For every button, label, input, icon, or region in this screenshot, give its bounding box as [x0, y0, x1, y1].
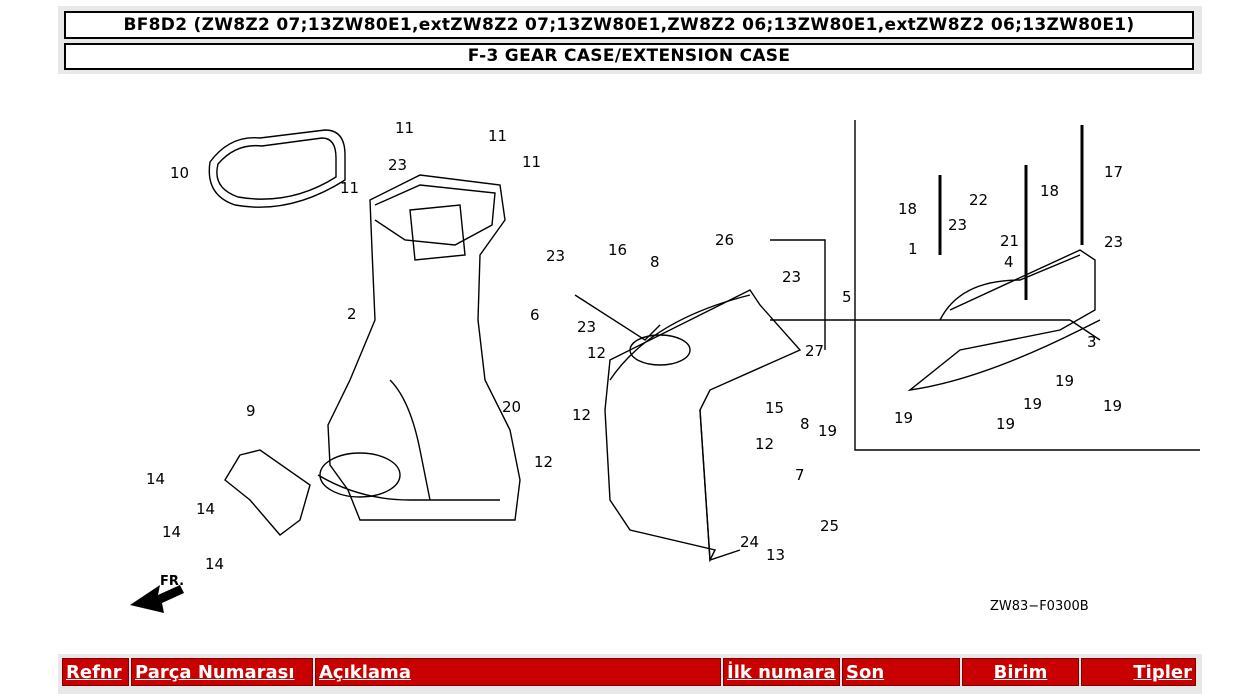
part-label-11d: 11 — [340, 179, 359, 197]
bracket-outline — [224, 449, 311, 536]
part-label-11c: 11 — [522, 153, 541, 171]
part-label-8a: 8 — [650, 253, 660, 271]
extension-case-outline — [327, 174, 521, 521]
part-label-19d: 19 — [1023, 395, 1042, 413]
part-label-19c: 19 — [894, 409, 913, 427]
gear-case-outline — [604, 289, 802, 563]
part-label-2: 2 — [347, 305, 357, 323]
part-label-23d: 23 — [577, 318, 596, 336]
part-label-23a: 23 — [388, 156, 407, 174]
part-label-9: 9 — [246, 402, 256, 420]
part-label-16: 16 — [608, 241, 627, 259]
part-label-13: 13 — [766, 546, 785, 564]
column-header-refnr[interactable]: Refnr — [62, 658, 129, 686]
column-header-description[interactable]: Açıklama — [315, 658, 721, 686]
part-label-12d: 12 — [755, 435, 774, 453]
part-label-12a: 12 — [587, 344, 606, 362]
column-header-last[interactable]: Son — [842, 658, 960, 686]
part-label-19a: 19 — [1055, 372, 1074, 390]
part-label-4: 4 — [1004, 253, 1014, 271]
part-label-8b: 8 — [800, 415, 810, 433]
parts-diagram: FR. ZW83−F0300B 1 2 3 4 5 6 7 8 8 9 10 1… — [130, 119, 1200, 614]
part-label-24: 24 — [740, 533, 759, 551]
part-label-14c: 14 — [162, 523, 181, 541]
part-label-22: 22 — [969, 191, 988, 209]
front-arrow-icon — [130, 585, 184, 613]
part-label-18b: 18 — [1040, 182, 1059, 200]
part-label-12c: 12 — [534, 453, 553, 471]
part-label-19e: 19 — [996, 415, 1015, 433]
gasket-outline — [208, 129, 346, 208]
part-label-23c: 23 — [782, 268, 801, 286]
column-header-part-number[interactable]: Parça Numarası — [131, 658, 313, 686]
part-label-20: 20 — [502, 398, 521, 416]
part-label-15: 15 — [765, 399, 784, 417]
part-label-23e: 23 — [948, 216, 967, 234]
part-label-5: 5 — [842, 288, 852, 306]
part-label-25: 25 — [820, 517, 839, 535]
column-header-first-number[interactable]: İlk numara — [723, 658, 840, 686]
part-label-12b: 12 — [572, 406, 591, 424]
part-label-3: 3 — [1087, 333, 1097, 351]
part-label-23b: 23 — [546, 247, 565, 265]
lower-unit-outline — [907, 249, 1101, 392]
model-title: BF8D2 (ZW8Z2 07;13ZW80E1,extZW8Z2 07;13Z… — [64, 11, 1194, 39]
section-title: F-3 GEAR CASE/EXTENSION CASE — [64, 43, 1194, 70]
part-label-18a: 18 — [898, 200, 917, 218]
part-label-14a: 14 — [146, 470, 165, 488]
column-header-types[interactable]: Tipler — [1081, 658, 1196, 686]
part-label-6: 6 — [530, 306, 540, 324]
part-label-21: 21 — [1000, 232, 1019, 250]
part-label-11b: 11 — [488, 127, 507, 145]
part-label-27: 27 — [805, 342, 824, 360]
front-arrow-label: FR. — [160, 574, 184, 589]
part-label-23f: 23 — [1104, 233, 1123, 251]
part-label-11a: 11 — [395, 119, 414, 137]
part-label-19f: 19 — [818, 422, 837, 440]
part-label-17: 17 — [1104, 163, 1123, 181]
part-label-10: 10 — [170, 164, 189, 182]
part-label-19b: 19 — [1103, 397, 1122, 415]
part-label-26: 26 — [715, 231, 734, 249]
column-header-unit[interactable]: Birim — [962, 658, 1079, 686]
part-label-14b: 14 — [196, 500, 215, 518]
part-label-7: 7 — [795, 466, 805, 484]
part-label-14d: 14 — [205, 555, 224, 573]
drawing-code: ZW83−F0300B — [990, 599, 1089, 614]
part-label-1: 1 — [908, 240, 918, 258]
